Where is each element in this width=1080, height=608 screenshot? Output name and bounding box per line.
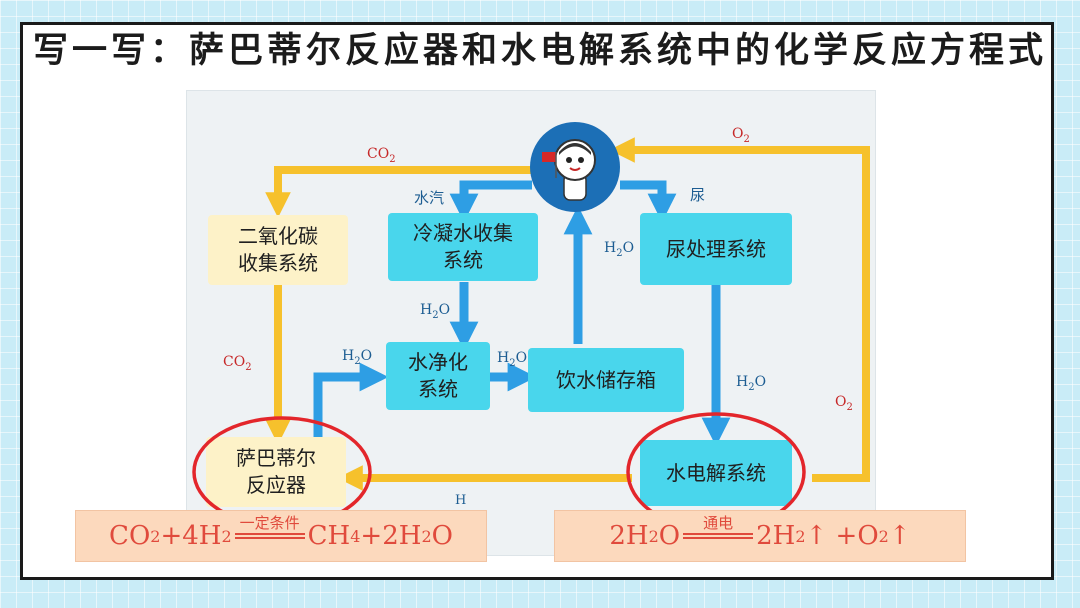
co2-collection-box: 二氧化碳 收集系统 — [208, 215, 348, 285]
pipe-sabatier-purify — [313, 362, 389, 440]
urine-processing-box: 尿处理系统 — [640, 213, 792, 285]
slide-title: 写一写：萨巴蒂尔反应器和水电解系统中的化学反应方程式 — [32, 30, 1047, 71]
pipe-co2-top — [265, 166, 532, 218]
h2o-in-label: H2O — [342, 348, 373, 367]
pipe-vapor — [449, 180, 532, 223]
co2-left-label: CO2 — [223, 354, 252, 373]
water-electrolysis-box: 水电解系统 — [640, 440, 792, 506]
vapor-label: 水汽 — [414, 189, 445, 207]
co2-top-label: CO2 — [367, 146, 396, 165]
electrolysis-condition: 通电 — [683, 515, 754, 539]
drinking-water-tank-box: 饮水储存箱 — [528, 348, 684, 412]
astronaut-avatar — [530, 122, 620, 212]
stray-h-label: H — [455, 493, 467, 508]
pipe-o2-right — [609, 137, 870, 482]
h2o-mid-label: H2O — [497, 350, 528, 369]
h2o-up-label: H2O — [604, 240, 635, 259]
sabatier-condition: 一定条件 — [234, 515, 305, 539]
o2-top-label: O2 — [732, 126, 750, 145]
urine-label: 尿 — [690, 186, 706, 204]
h2o-electrolysis-label: H2O — [736, 374, 767, 393]
pipe-urine — [620, 180, 677, 223]
o2-right-label: O2 — [835, 394, 853, 413]
water-purification-box: 水净化 系统 — [386, 342, 490, 410]
sabatier-reactor-box: 萨巴蒂尔 反应器 — [206, 437, 346, 507]
h2o-down-label: H2O — [420, 302, 451, 321]
condensate-collection-box: 冷凝水收集 系统 — [388, 213, 538, 281]
